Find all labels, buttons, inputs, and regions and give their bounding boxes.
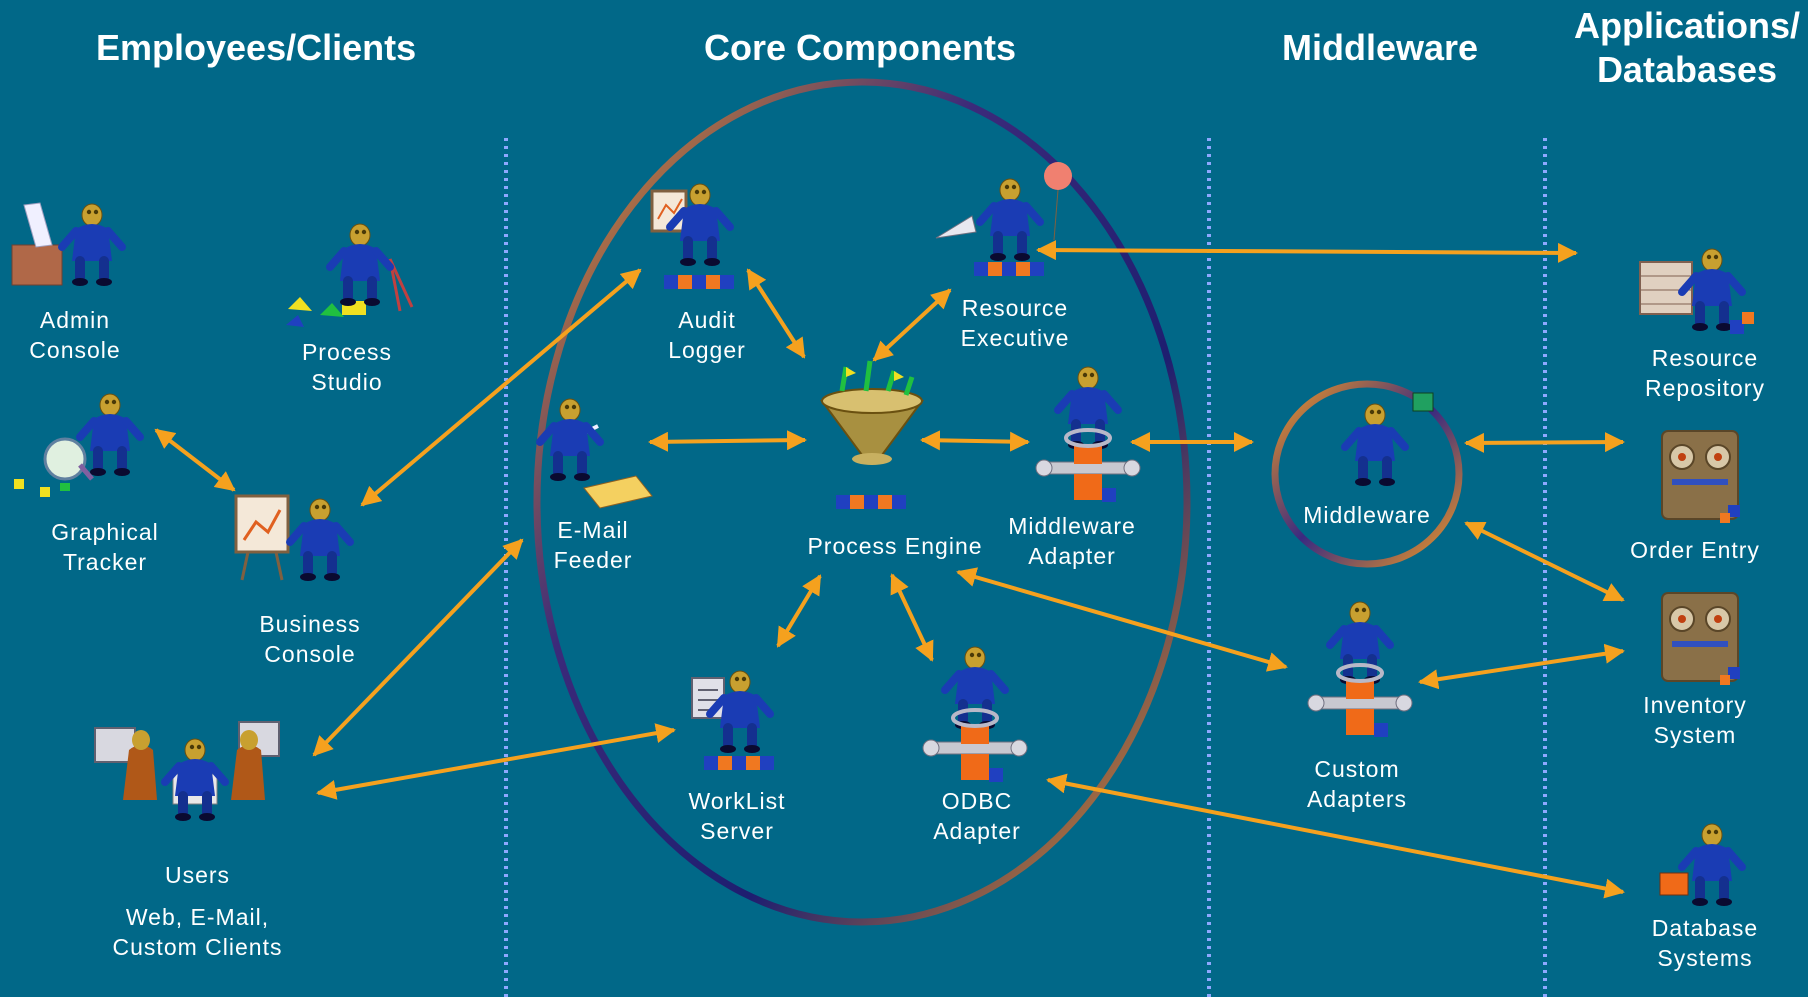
- process-engine-funnel-icon: [820, 360, 924, 509]
- label-email-feeder: E-Mail Feeder: [553, 517, 633, 573]
- label-admin-console: Admin Console: [29, 307, 121, 363]
- arrow-middleware-inventory: [1464, 521, 1625, 602]
- worklist-server-icon: [691, 671, 774, 770]
- custom-adapters-icon: [1306, 602, 1414, 739]
- database-systems-icon: [1659, 824, 1742, 906]
- header-applications: Applications/: [1573, 5, 1801, 46]
- admin-console-icon: [11, 203, 122, 286]
- email-feeder-icon: [540, 399, 653, 509]
- users-group-icon: [94, 721, 280, 821]
- inventory-system-icon: [1661, 592, 1741, 686]
- arrow-custom-inventory: [1418, 643, 1625, 690]
- arrow-users-worklist: [316, 723, 676, 800]
- arrow-resource-engine: [872, 288, 952, 362]
- label-users: Users Web, E-Mail, Custom Clients: [112, 862, 283, 960]
- arrow-engine-mwadapter: [920, 430, 1030, 452]
- resource-executive-icon: [935, 162, 1072, 276]
- label-business-console: Business Console: [259, 611, 361, 667]
- arrow-business-audit: [360, 268, 642, 507]
- arrow-engine-worklist: [776, 574, 822, 648]
- arrow-tracker-business: [154, 428, 236, 492]
- label-custom-adapters: Custom Adapters: [1306, 756, 1408, 812]
- header-core-components: Core Components: [703, 27, 1016, 68]
- middleware-icon: [1345, 392, 1434, 486]
- label-worklist-server: WorkList Server: [688, 788, 786, 844]
- header-employees-clients: Employees/Clients: [96, 27, 417, 68]
- arrow-engine-custom: [956, 567, 1288, 672]
- arrow-resource-repository: [1036, 240, 1578, 263]
- resource-repository-icon: [1639, 249, 1754, 334]
- order-entry-icon: [1661, 430, 1741, 524]
- header-applications-databases: Applications/ Databases: [1572, 4, 1802, 92]
- label-database-systems: Database Systems: [1651, 915, 1759, 971]
- header-middleware: Middleware: [1281, 27, 1479, 68]
- business-console-icon: [234, 496, 350, 581]
- connection-arrows: [154, 240, 1625, 899]
- label-process-studio: Process Studio: [301, 339, 393, 395]
- odbc-adapter-icon: [921, 647, 1029, 784]
- label-audit-logger: Audit Logger: [668, 307, 746, 363]
- middleware-ring: [1271, 380, 1463, 568]
- arrow-users-email: [312, 538, 524, 757]
- label-graphical-tracker: Graphical Tracker: [51, 519, 159, 575]
- arrow-audit-engine: [746, 268, 806, 359]
- label-odbc-adapter: ODBC Adapter: [933, 788, 1021, 844]
- label-middleware: Middleware: [1303, 502, 1431, 528]
- arrow-engine-odbc: [890, 573, 934, 662]
- arrow-middleware-orderentry: [1464, 432, 1625, 453]
- header-databases: Databases: [1596, 49, 1778, 90]
- arrow-odbc-database: [1046, 773, 1625, 899]
- label-process-engine: Process Engine: [807, 533, 983, 559]
- label-order-entry: Order Entry: [1630, 537, 1760, 563]
- label-resource-executive: Resource Executive: [960, 295, 1070, 351]
- graphical-tracker-icon: [14, 394, 140, 497]
- process-studio-icon: [286, 224, 414, 327]
- label-inventory-system: Inventory System: [1643, 692, 1747, 748]
- label-middleware-adapter: Middleware Adapter: [1008, 513, 1136, 569]
- audit-logger-icon: [650, 184, 734, 289]
- label-resource-repository: Resource Repository: [1645, 345, 1765, 401]
- arrow-email-engine: [648, 430, 807, 452]
- middleware-adapter-icon: [1034, 367, 1142, 504]
